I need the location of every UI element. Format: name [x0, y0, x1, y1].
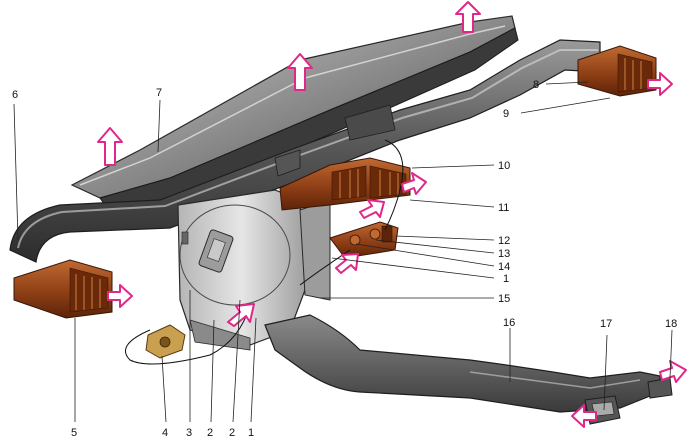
callout-4: 3 [186, 427, 192, 439]
callout-3: 2 [207, 427, 213, 439]
heater-housing [177, 189, 331, 351]
arrow-up-defrost-left [97, 127, 123, 166]
callout-labels: 6 7 8 9 10 11 12 13 14 1 15 16 17 18 5 4… [12, 79, 677, 439]
airflow-arrows [97, 1, 687, 428]
callout-7: 6 [12, 89, 18, 101]
floor-duct [264, 314, 673, 425]
callout-15: 14 [498, 261, 510, 273]
heater-tap [145, 324, 186, 359]
callout-16: 15 [498, 293, 510, 305]
arrow-up-defrost-right [455, 1, 481, 33]
callout-10: 9 [503, 108, 509, 120]
arrow-up-defrost-center [287, 53, 313, 91]
arrow-center-nozzle-lower [359, 199, 385, 219]
callout-14: 13 [498, 248, 510, 260]
callout-18-right: 18 [665, 318, 677, 330]
arrow-floor-right [659, 360, 687, 383]
callout-17: 16 [503, 317, 515, 329]
callout-5: 4 [162, 427, 168, 439]
callout-12: 11 [498, 202, 509, 214]
callout-11: 10 [498, 160, 510, 172]
callout-9: 8 [533, 79, 539, 91]
arrow-floor-left [571, 404, 597, 428]
center-nozzles [279, 157, 411, 211]
callout-1-right: 1 [503, 273, 509, 285]
leader-lines [13, 81, 673, 423]
callout-8: 7 [156, 87, 162, 99]
right-side-nozzle [577, 45, 657, 97]
callout-6: 5 [71, 427, 77, 439]
arrow-right-nozzle [647, 72, 673, 96]
callout-2: 2 [229, 427, 235, 439]
control-levers [329, 221, 399, 259]
arrow-center-nozzle [401, 172, 427, 195]
callout-1-bottom: 1 [248, 427, 254, 439]
callout-13: 12 [498, 235, 510, 247]
callout-18-left: 17 [600, 318, 612, 330]
control-cables [125, 139, 404, 365]
arrow-left-nozzle [107, 284, 133, 308]
arrow-control-panel [335, 253, 359, 274]
left-side-nozzle [13, 259, 113, 319]
